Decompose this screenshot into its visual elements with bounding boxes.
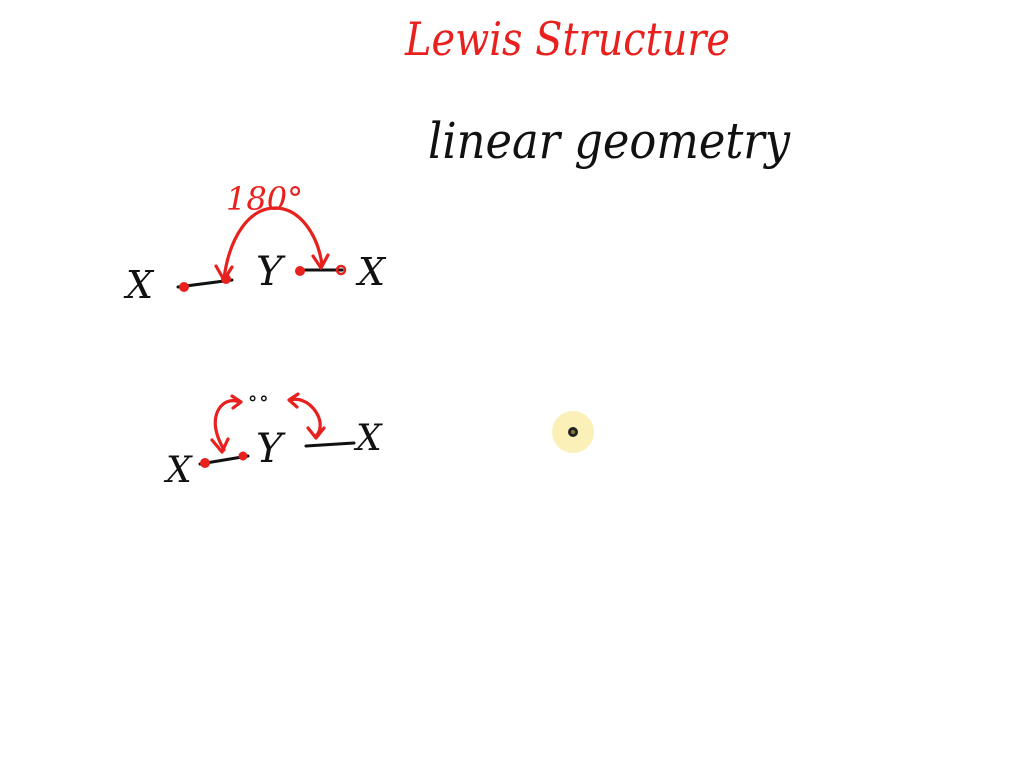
structure-2-lone-pair: ∘∘ — [247, 388, 270, 409]
structure-2-left-atom: X — [163, 450, 193, 491]
structure-2-dot-left-a — [200, 458, 210, 468]
subtitle-text: linear geometry — [428, 112, 791, 170]
structure-1-dot-right-a — [295, 266, 305, 276]
pen-cursor-highlight-icon — [552, 411, 594, 453]
title-text: Lewis Structure — [404, 12, 730, 66]
structure-1-center-atom: Y — [256, 249, 286, 295]
structure-1-arrowhead-left — [214, 264, 234, 282]
structure-2-arrowhead-right-bottom — [306, 426, 326, 440]
structure-1-right-atom: X — [355, 250, 387, 294]
structure-1-angle-arc — [222, 206, 324, 280]
structure-1-dot-left-a — [179, 282, 189, 292]
structure-2-center-atom: Y — [256, 426, 286, 472]
structure-1-arrowhead-right — [311, 253, 330, 270]
structure-1-angle-label: 180° — [226, 180, 303, 218]
structure-1-left-atom: X — [123, 263, 155, 307]
structure-2-arc-left — [213, 399, 242, 452]
structure-1: X Y X 180° — [123, 180, 387, 307]
structure-2: X Y X ∘∘ — [163, 388, 383, 491]
structure-2-arrowhead-right-top — [287, 392, 300, 409]
structure-1-dot-right-b — [335, 264, 347, 276]
structure-2-arrowhead-left-top — [230, 394, 243, 410]
structure-2-right-atom: X — [353, 418, 383, 459]
structure-2-dot-left-b — [238, 451, 248, 461]
structure-2-arrowhead-left-bottom — [210, 437, 230, 454]
structure-2-right-bond — [304, 441, 356, 448]
